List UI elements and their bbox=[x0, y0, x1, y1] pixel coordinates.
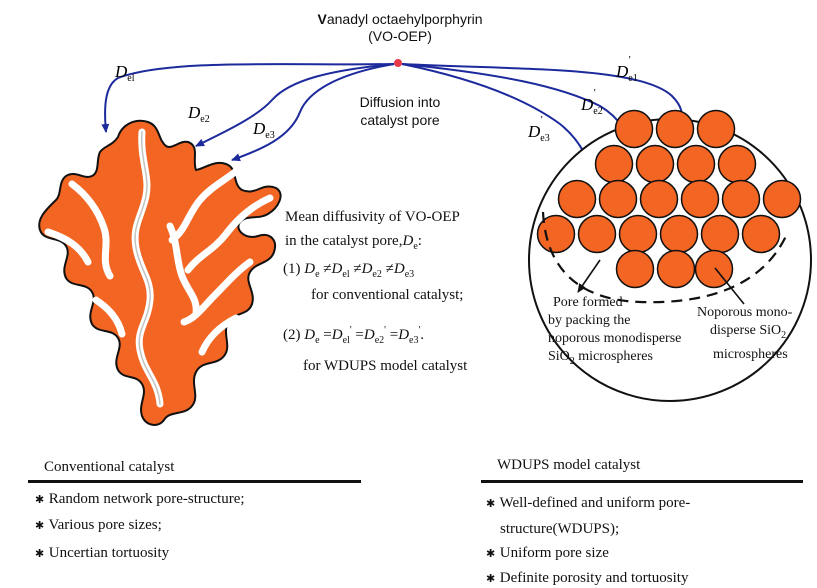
pore-label-line3: noporous monodisperse bbox=[548, 330, 681, 348]
vo-oep-abbrev: (VO-OEP) bbox=[300, 27, 500, 46]
sio2-microsphere bbox=[719, 146, 756, 183]
equation-2-note: for WDUPS model catalyst bbox=[303, 357, 467, 376]
wdups-bullet-continuation: structure(WDUPS); bbox=[500, 520, 619, 539]
sio2-microsphere bbox=[620, 216, 657, 253]
equation-2: (2) De =Del' =De2' =De3'. bbox=[283, 321, 424, 350]
sio2-microsphere bbox=[641, 181, 678, 218]
sio2-microsphere bbox=[698, 111, 735, 148]
sio2-microsphere bbox=[637, 146, 674, 183]
sio2-microsphere bbox=[743, 216, 780, 253]
sio2-microsphere bbox=[682, 181, 719, 218]
wdups-bullet: ✱ Definite porosity and tortuosity bbox=[486, 569, 688, 588]
sio2-microsphere bbox=[661, 216, 698, 253]
label-de2: De2 bbox=[187, 103, 210, 125]
sio2-microsphere bbox=[579, 216, 616, 253]
sio2-microsphere bbox=[702, 216, 739, 253]
label-del: Del bbox=[114, 62, 135, 84]
diffusion-label-line1: Diffusion into bbox=[330, 93, 470, 112]
noporous-label-line1: Noporous mono- bbox=[697, 304, 792, 322]
noporous-label-line3: microspheres bbox=[713, 346, 788, 364]
vo-oep-source-dot bbox=[394, 59, 402, 67]
sio2-microsphere bbox=[616, 111, 653, 148]
mean-diffusivity-line1: Mean diffusivity of VO-OEP bbox=[285, 208, 460, 227]
conventional-bullet: ✱ Uncertian tortuosity bbox=[35, 544, 169, 564]
diffusion-label-line2: catalyst pore bbox=[330, 111, 470, 130]
wdups-bullet: ✱ Uniform pore size bbox=[486, 544, 609, 564]
noporous-label-line2: disperse SiO2 bbox=[710, 322, 786, 345]
pore-label-line2: by packing the bbox=[548, 312, 630, 330]
conventional-catalyst-particle bbox=[39, 121, 280, 425]
pore-label-line1: Pore formed bbox=[553, 294, 623, 312]
equation-1: (1) De ≠Del ≠De2 ≠De3 bbox=[283, 260, 414, 284]
wdups-heading: WDUPS model catalyst bbox=[497, 456, 640, 475]
label-de3: De3 bbox=[252, 119, 275, 141]
wdups-rule bbox=[481, 480, 803, 483]
label-de3-prime: De3' bbox=[527, 114, 550, 144]
conventional-bullet: ✱ Various pore sizes; bbox=[35, 516, 162, 536]
sio2-microsphere bbox=[657, 111, 694, 148]
sio2-microsphere bbox=[600, 181, 637, 218]
conventional-bullet: ✱ Random network pore-structure; bbox=[35, 490, 245, 510]
mean-diffusivity-line2: in the catalyst pore,De: bbox=[285, 232, 422, 256]
sio2-microsphere bbox=[723, 181, 760, 218]
sio2-microsphere bbox=[617, 251, 654, 288]
sio2-microsphere bbox=[596, 146, 633, 183]
conventional-heading: Conventional catalyst bbox=[44, 458, 174, 477]
label-de2-prime: De2' bbox=[580, 87, 603, 117]
sio2-microsphere bbox=[658, 251, 695, 288]
equation-1-note: for conventional catalyst; bbox=[311, 286, 463, 305]
sio2-microsphere bbox=[678, 146, 715, 183]
sio2-microsphere bbox=[559, 181, 596, 218]
sio2-microsphere bbox=[764, 181, 801, 218]
wdups-bullet: ✱ Well-defined and uniform pore- bbox=[486, 494, 690, 514]
conventional-rule bbox=[28, 480, 361, 483]
pore-label-line4: SiO2 microspheres bbox=[548, 348, 653, 371]
label-de1-prime: De1' bbox=[615, 54, 638, 84]
